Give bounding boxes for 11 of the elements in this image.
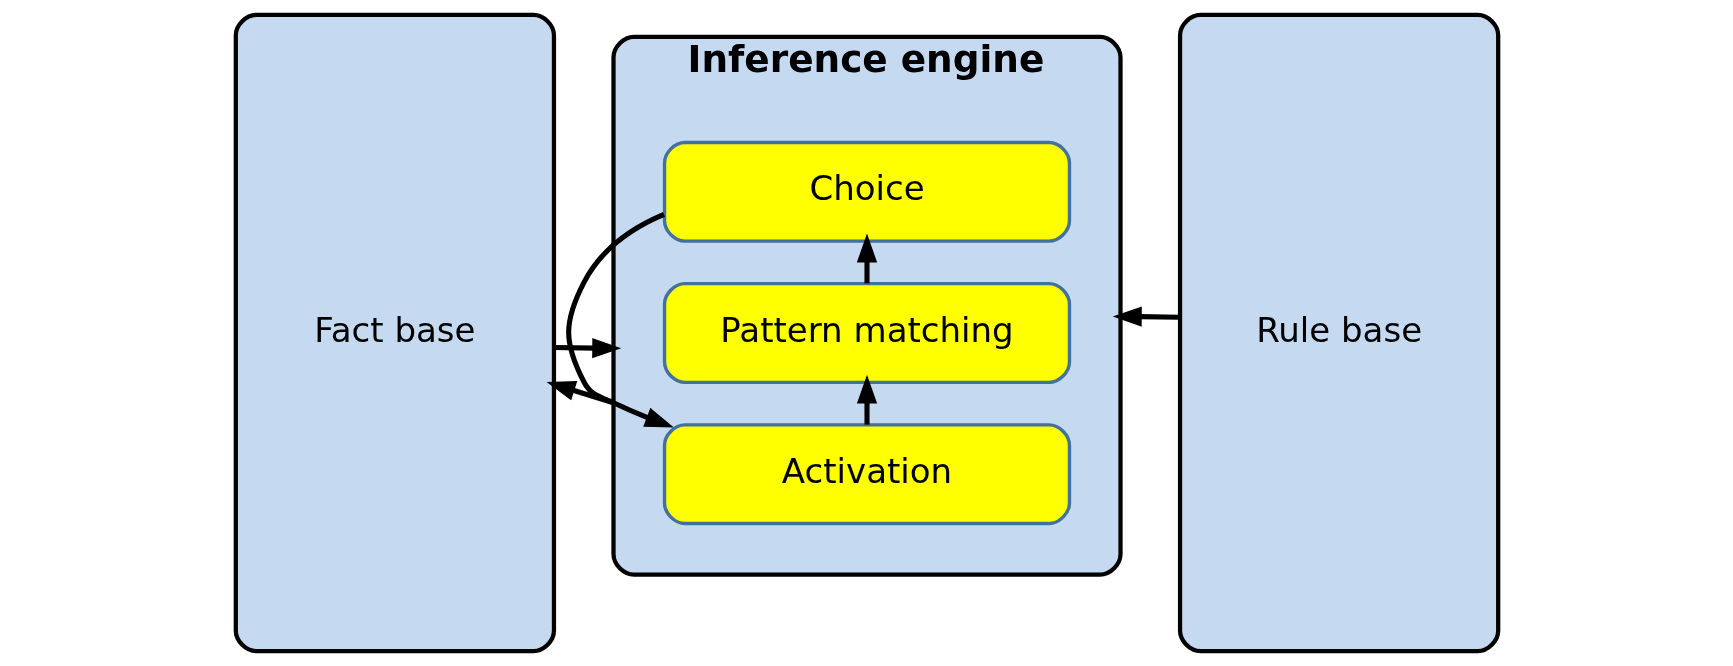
arrow [856, 233, 877, 284]
node-box: Pattern matching [662, 281, 1071, 385]
node-box: Rule base [1177, 12, 1500, 654]
arrow [546, 381, 614, 406]
arrow [856, 374, 877, 425]
node-box: Fact base [233, 12, 556, 654]
arrow [1112, 306, 1180, 327]
node-box: Activation [662, 423, 1071, 526]
arrow [565, 211, 674, 428]
node-box: Choice [662, 140, 1071, 243]
arrow [553, 337, 621, 359]
